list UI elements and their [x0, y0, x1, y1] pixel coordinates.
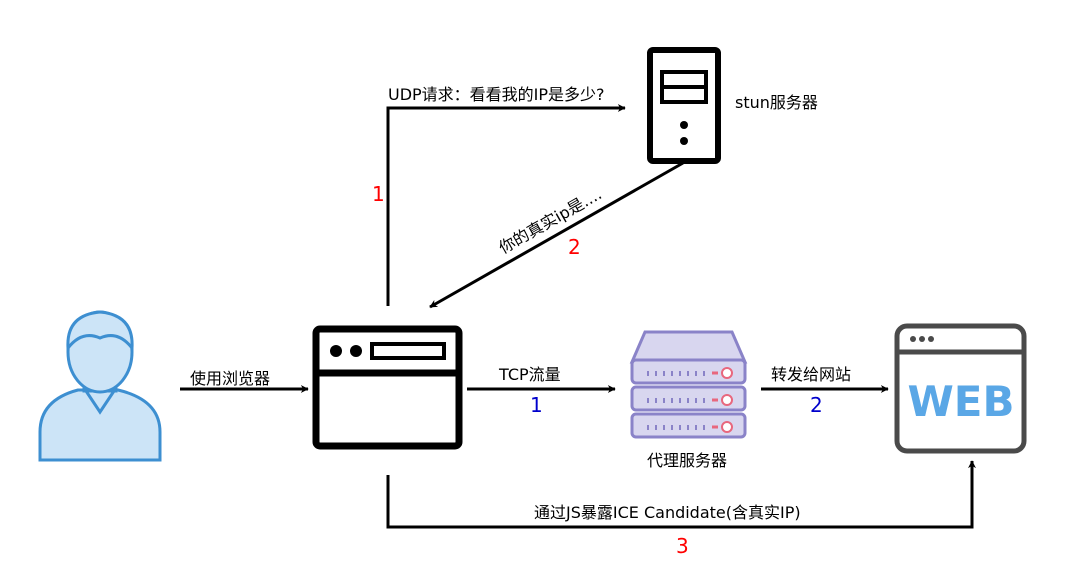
edge-stun-browser-label: 你的真实ip是.... — [496, 184, 605, 257]
edge-stun-browser — [429, 161, 684, 309]
edge-browser-stun — [386, 104, 626, 306]
stun-server-label: stun服务器 — [735, 93, 818, 112]
edge-browser-web-label: 通过JS暴露ICE Candidate(含真实IP) — [534, 503, 801, 522]
server-rack-icon — [629, 330, 748, 439]
step-number: 2 — [810, 393, 823, 417]
step-number: 2 — [568, 235, 581, 259]
browser-window-icon — [312, 325, 463, 450]
web-browser-icon: WEB — [894, 323, 1027, 454]
step-number: 1 — [372, 182, 385, 206]
edge-user-browser-label: 使用浏览器 — [190, 369, 270, 388]
edge-proxy-web-label: 转发给网站 — [771, 365, 851, 384]
proxy-server-label: 代理服务器 — [647, 451, 727, 470]
edge-browser-stun-label: UDP请求：看看我的IP是多少? — [388, 85, 605, 104]
step-number: 1 — [530, 393, 543, 417]
server-tower-icon — [647, 47, 721, 164]
edge-browser-web — [386, 460, 976, 529]
step-number: 3 — [676, 534, 689, 558]
user-icon — [38, 310, 162, 462]
edge-browser-proxy-label: TCP流量 — [498, 365, 561, 384]
web-icon-text: WEB — [907, 377, 1014, 426]
